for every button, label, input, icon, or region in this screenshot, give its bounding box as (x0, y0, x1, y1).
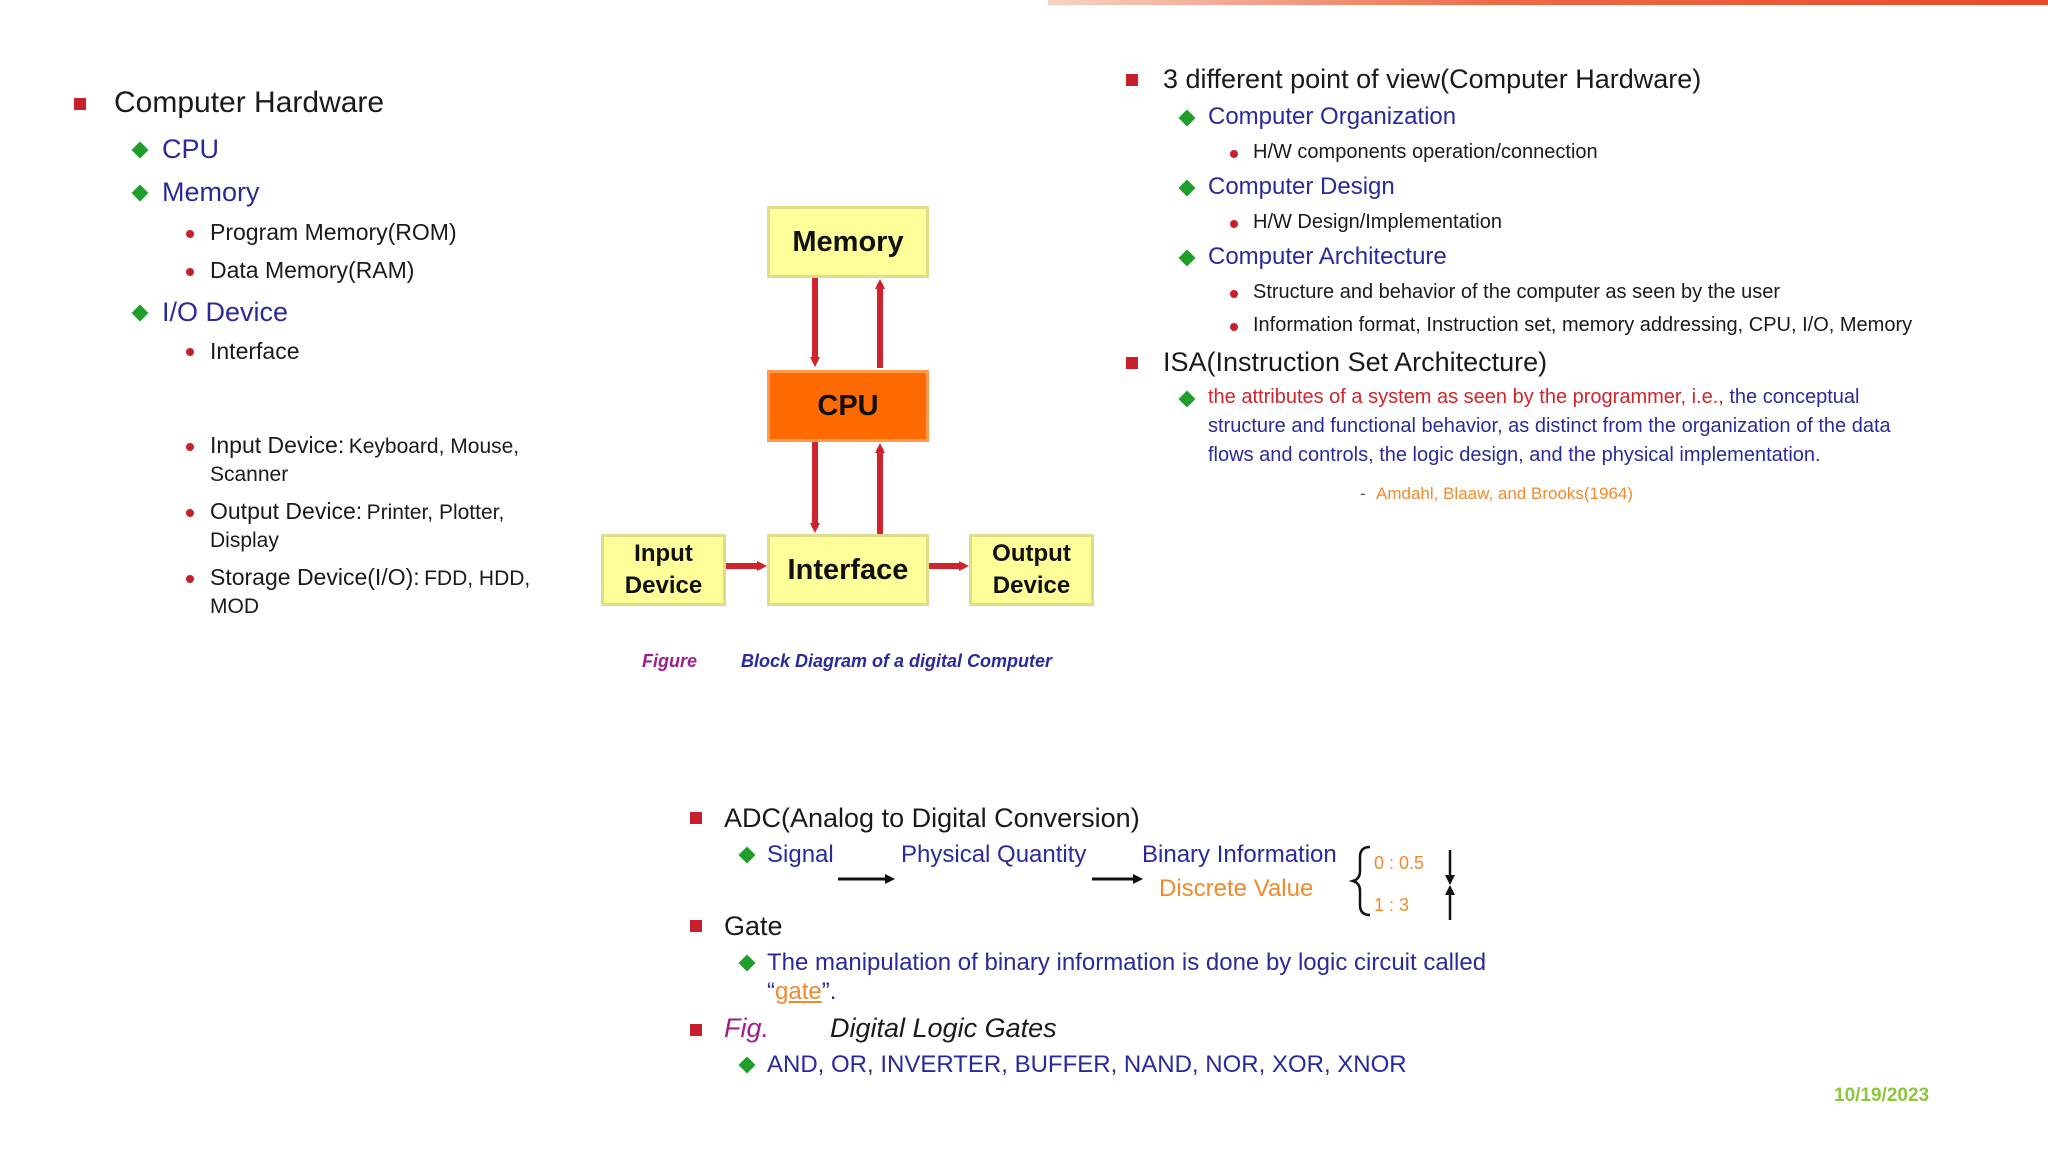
dot-bullet-icon (186, 268, 194, 276)
range-low: 0 : 0.5 (1374, 853, 1425, 873)
cpu-block: CPU (767, 370, 929, 442)
interface-block: Interface (767, 534, 929, 606)
adc-title: ADC(Analog to Digital Conversion) (724, 803, 1140, 833)
square-bullet-icon (690, 920, 702, 932)
square-bullet-icon (690, 1024, 702, 1036)
input-device-values: Keyboard, Mouse, (348, 435, 520, 458)
gate-word: gate (775, 978, 822, 1005)
design-description: H/W Design/Implementation (1253, 211, 1502, 233)
dot-bullet-icon (1230, 150, 1238, 158)
input-device-item: Input Device: Keyboard, Mouse, (210, 432, 519, 459)
output-block-line2: Device (992, 572, 1071, 599)
dot-bullet-icon (186, 348, 194, 356)
figure-label: Figure (642, 651, 698, 671)
square-bullet-icon (1126, 357, 1138, 369)
physical-quantity-label: Physical Quantity (901, 841, 1087, 868)
dot-bullet-icon (186, 230, 194, 238)
discrete-value-label: Discrete Value (1159, 875, 1314, 902)
gate-quote-open: “ (767, 978, 775, 1005)
gate-description: The manipulation of binary information i… (767, 949, 1487, 976)
fig-label: Fig. (724, 1013, 770, 1043)
isa-definition-red: the attributes of a system as seen by th… (1208, 386, 1724, 408)
output-device-values: Printer, Plotter, (366, 501, 505, 524)
architecture-description-2: Information format, Instruction set, mem… (1253, 314, 1913, 336)
isa-definition-line3: flows and controls, the logic design, an… (1208, 444, 1821, 466)
memory-block: Memory (767, 206, 929, 278)
program-memory-item: Program Memory(ROM) (210, 219, 457, 245)
output-device-item: Output Device: Printer, Plotter, (210, 498, 504, 525)
signal-label: Signal (767, 841, 834, 868)
input-device-values-cont: Scanner (210, 463, 289, 486)
binary-information-label: Binary Information (1142, 841, 1337, 868)
computer-organization-item: Computer Organization (1208, 103, 1457, 130)
data-memory-item: Data Memory(RAM) (210, 257, 415, 283)
interface-item: Interface (210, 338, 300, 364)
computer-architecture-item: Computer Architecture (1208, 243, 1447, 270)
dot-bullet-icon (1230, 290, 1238, 298)
cpu-item: CPU (162, 134, 220, 164)
dot-bullet-icon (186, 509, 194, 517)
hardware-title: Computer Hardware (114, 86, 385, 119)
output-device-block: Output Device (969, 534, 1094, 606)
io-device-item: I/O Device (162, 297, 289, 327)
figure-caption: Block Diagram of a digital Computer (741, 651, 1053, 671)
architecture-description-1: Structure and behavior of the computer a… (1253, 281, 1780, 303)
isa-title: ISA(Instruction Set Architecture) (1163, 347, 1548, 377)
output-block-line1: Output (992, 540, 1071, 567)
isa-definition-blue: the conceptual (1723, 386, 1860, 408)
gate-description-cont: “gate”. (767, 978, 836, 1006)
gate-title: Gate (724, 911, 783, 941)
storage-device-item: Storage Device(I/O): FDD, HDD, (210, 564, 530, 591)
memory-item: Memory (162, 177, 260, 207)
square-bullet-icon (74, 98, 86, 110)
range-brace (1348, 845, 1371, 917)
square-bullet-icon (690, 812, 702, 824)
dot-bullet-icon (1230, 220, 1238, 228)
views-title: 3 different point of view(Computer Hardw… (1163, 64, 1702, 94)
fig-title: Digital Logic Gates (830, 1013, 1057, 1043)
storage-device-values-cont: MOD (210, 595, 259, 618)
output-device-values-cont: Display (210, 529, 279, 552)
output-device-label: Output Device: (210, 498, 363, 524)
dot-bullet-icon (186, 443, 194, 451)
top-accent-bar (1048, 0, 2048, 5)
storage-device-label: Storage Device(I/O): (210, 564, 420, 590)
range-high: 1 : 3 (1374, 895, 1410, 915)
input-block-line2: Device (624, 572, 703, 599)
square-bullet-icon (1126, 74, 1138, 86)
dot-bullet-icon (1230, 323, 1238, 331)
isa-definition-line1: the attributes of a system as seen by th… (1208, 386, 1859, 409)
isa-definition-line2: structure and functional behavior, as di… (1208, 415, 1891, 437)
dot-bullet-icon (186, 575, 194, 583)
gates-list: AND, OR, INVERTER, BUFFER, NAND, NOR, XO… (767, 1051, 1407, 1078)
organization-description: H/W components operation/connection (1253, 141, 1598, 163)
gate-quote-close: ”. (821, 978, 837, 1005)
input-device-block: Input Device (601, 534, 726, 606)
input-device-label: Input Device: (210, 432, 345, 458)
computer-design-item: Computer Design (1208, 173, 1395, 200)
slide-date: 10/19/2023 (1834, 1085, 1930, 1106)
storage-device-values: FDD, HDD, (424, 567, 531, 590)
input-block-line1: Input (634, 540, 693, 567)
citation: Amdahl, Blaaw, and Brooks(1964) (1376, 484, 1634, 503)
citation-dash: - (1360, 484, 1366, 503)
